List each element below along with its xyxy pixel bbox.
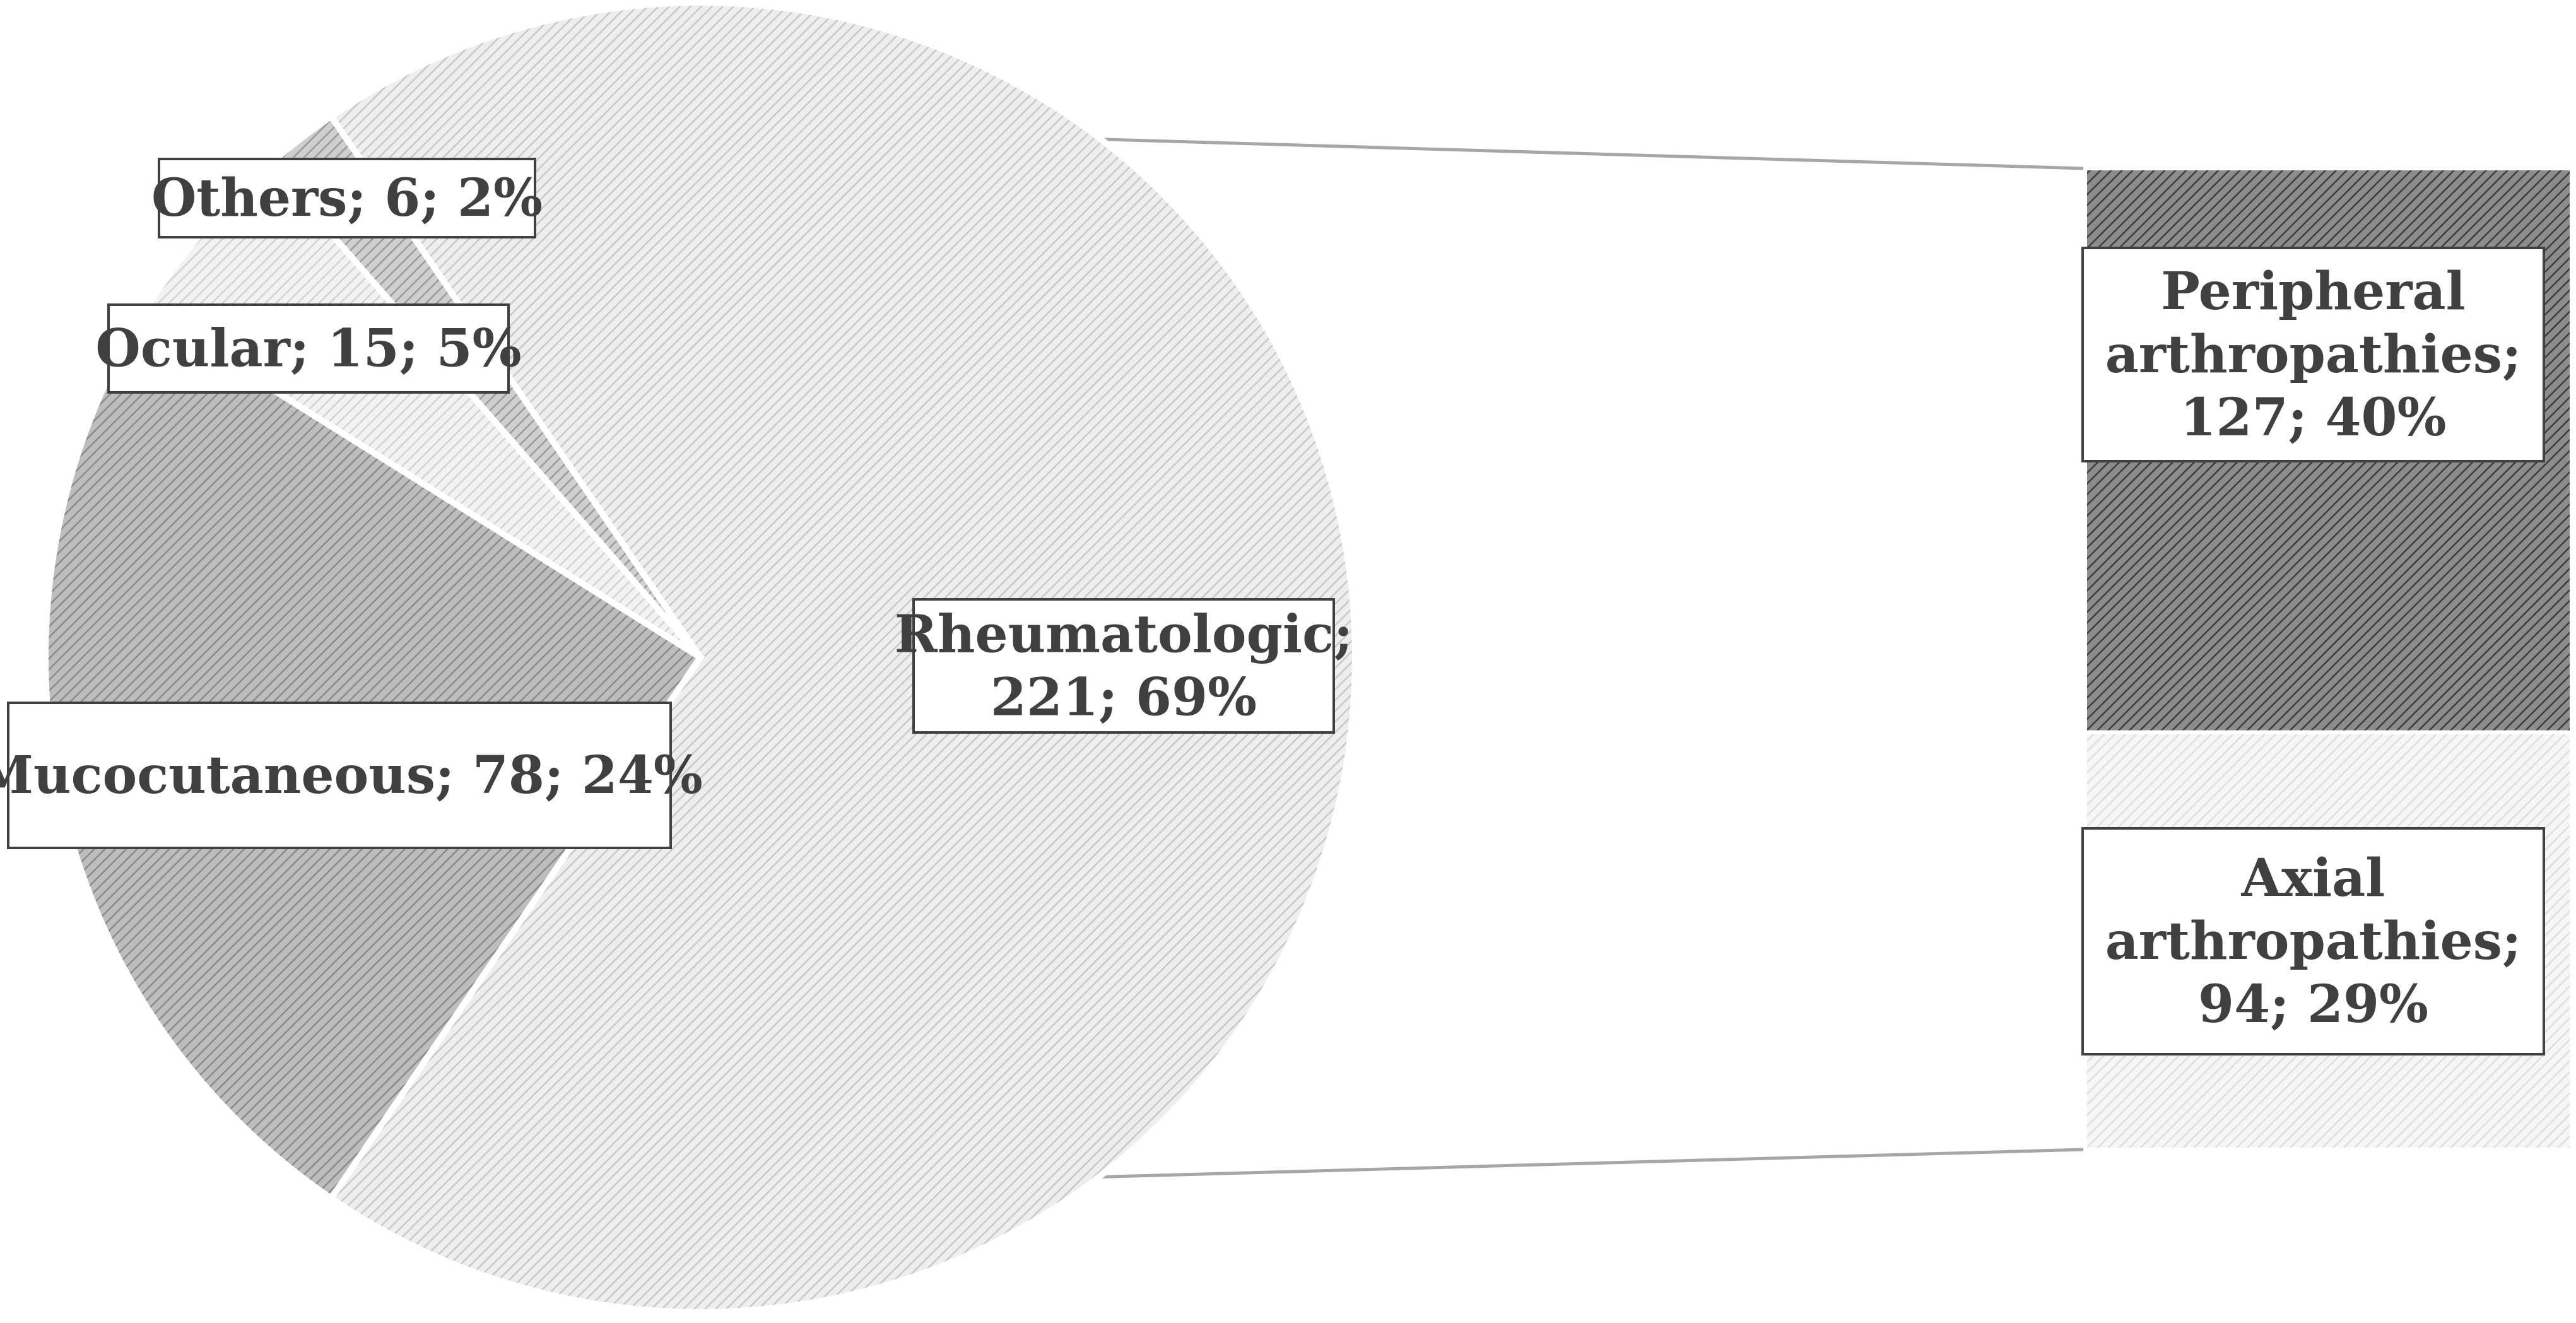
label-ocular-text: Ocular; 15; 5% [95, 319, 521, 379]
label-rheumatologic-text: Rheumatologic; [895, 604, 1353, 665]
label-rheumatologic-box [912, 598, 1335, 734]
pie-slice-rheumatologic [326, 0, 1358, 1315]
label-axial-arthropathies-box [2081, 827, 2545, 1055]
label-peripheral-arthropathies-text: arthropathies; [2105, 324, 2521, 385]
label-axial-arthropathies-text: 94; 29% [2198, 974, 2428, 1035]
data-labels: Rheumatologic;221; 69% Mucocutaneous; 78;… [0, 158, 2545, 1055]
label-peripheral-arthropathies-text: 127; 40% [2180, 387, 2446, 448]
label-mucocutaneous-text: Mucocutaneous; 78; 24% [0, 745, 703, 806]
label-rheumatologic-text: 221; 69% [991, 667, 1257, 728]
label-ocular: Ocular; 15; 5% [95, 303, 522, 394]
label-peripheral-arthropathies-text: Peripheral [2161, 261, 2466, 322]
label-rheumatologic: Rheumatologic;221; 69% [895, 598, 1353, 734]
label-ocular-box [107, 303, 510, 394]
label-others-box [158, 158, 536, 238]
label-others: Others; 6; 2% [151, 158, 543, 238]
label-axial-arthropathies-text: Axial [2241, 848, 2385, 908]
label-mucocutaneous-box [7, 702, 672, 849]
label-peripheral-arthropathies-box [2081, 247, 2545, 462]
label-others-text: Others; 6; 2% [151, 168, 543, 228]
label-axial-arthropathies-text: arthropathies; [2105, 911, 2521, 972]
label-mucocutaneous: Mucocutaneous; 78; 24% [0, 702, 703, 849]
